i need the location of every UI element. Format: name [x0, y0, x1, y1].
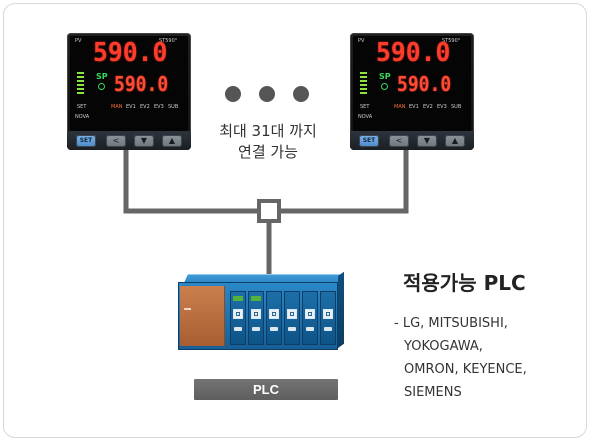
indicator-man: MAN [111, 104, 123, 110]
set-status-label: SET [77, 104, 87, 110]
compatible-plc-title: 적용가능 PLC [403, 271, 526, 295]
brand-label: NOVA [75, 114, 90, 120]
level-indicator [360, 72, 367, 96]
indicator-ev2: EV2 [423, 104, 433, 110]
more-devices-ellipsis [225, 86, 315, 104]
power-icon [381, 83, 388, 90]
indicator-ev3: EV3 [154, 104, 164, 110]
left-button[interactable]: < [389, 135, 409, 147]
indicator-ev2: EV2 [140, 104, 150, 110]
indicator-ev1: EV1 [126, 104, 136, 110]
module-slot [288, 327, 296, 331]
pv-value: 590.0 [376, 38, 451, 68]
temperature-controller-left: PV ST590° 590.0 SP 590.0 SET MAN EV1 EV2… [67, 33, 191, 150]
up-button[interactable]: ▲ [445, 135, 465, 147]
plc-io-module [284, 291, 300, 345]
controller-keypad: SET < ▼ ▲ [67, 131, 191, 150]
indicator-sub: SUB [168, 104, 179, 110]
set-button[interactable]: SET [76, 135, 96, 147]
network-junction [257, 199, 281, 223]
compatible-plc-line: OMRON, KEYENCE, [404, 362, 527, 377]
compatible-plc-line: SIEMENS [404, 385, 462, 400]
sp-value: 590.0 [114, 72, 169, 96]
pv-label: PV [75, 38, 82, 44]
sp-label: SP [96, 72, 108, 81]
module-port [251, 309, 261, 319]
module-slot [306, 327, 314, 331]
set-button[interactable]: SET [359, 135, 379, 147]
set-status-label: SET [360, 104, 370, 110]
down-button[interactable]: ▼ [417, 135, 437, 147]
power-icon [98, 83, 105, 90]
indicator-sub: SUB [451, 104, 462, 110]
temperature-controller-right: PV ST590° 590.0 SP 590.0 SET MAN EV1 EV2… [350, 33, 474, 150]
indicator-ev3: EV3 [437, 104, 447, 110]
plc-io-module [266, 291, 282, 345]
up-button[interactable]: ▲ [162, 135, 182, 147]
module-status-mark [251, 296, 261, 301]
ellipsis-dot [293, 86, 309, 102]
controller-display: PV ST590° 590.0 SP 590.0 SET MAN EV1 EV2… [70, 36, 188, 131]
module-port [269, 309, 279, 319]
ellipsis-dot [259, 86, 275, 102]
left-button[interactable]: < [106, 135, 126, 147]
sp-value: 590.0 [397, 72, 452, 96]
pv-value: 590.0 [93, 38, 168, 68]
controller-display: PV ST590° 590.0 SP 590.0 SET MAN EV1 EV2… [353, 36, 471, 131]
plc-cpu-module [230, 291, 246, 345]
compatible-plc-list: - LG, MITSUBISHI, YOKOGAWA, OMRON, KEYEN… [394, 312, 564, 404]
controller-keypad: SET < ▼ ▲ [350, 131, 474, 150]
connection-capacity-text: 최대 31대 까지 연결 가능 [190, 121, 346, 163]
module-port [233, 309, 243, 319]
module-slot [270, 327, 278, 331]
brand-label: NOVA [358, 114, 373, 120]
module-port [305, 309, 315, 319]
plc-io-module [302, 291, 318, 345]
controller-model: ST590° [442, 38, 461, 44]
plc-power-module [180, 286, 225, 346]
right-connection-wire [276, 147, 409, 214]
level-indicator [77, 72, 84, 96]
ellipsis-dot [225, 86, 241, 102]
plc-device [178, 271, 344, 350]
plc-io-module [320, 291, 336, 345]
module-port [323, 309, 333, 319]
module-status-mark [233, 296, 243, 301]
indicator-ev1: EV1 [409, 104, 419, 110]
compatible-plc-line: - LG, MITSUBISHI, [394, 316, 508, 331]
plc-cpu-module [248, 291, 264, 345]
module-slot [234, 327, 242, 331]
connection-text-line-2: 연결 가능 [238, 143, 298, 161]
connection-text-line-1: 최대 31대 까지 [219, 122, 317, 140]
plc-power-mark [184, 308, 191, 310]
plc-side-surface [338, 271, 344, 348]
compatible-plc-line: YOKOGAWA, [404, 339, 483, 354]
module-slot [252, 327, 260, 331]
module-port [287, 309, 297, 319]
controller-model: ST590° [159, 38, 178, 44]
pv-label: PV [358, 38, 365, 44]
left-connection-wire [123, 147, 262, 214]
indicator-man: MAN [394, 104, 406, 110]
down-button[interactable]: ▼ [134, 135, 154, 147]
module-slot [324, 327, 332, 331]
sp-label: SP [379, 72, 391, 81]
plc-label: PLC [194, 379, 338, 400]
